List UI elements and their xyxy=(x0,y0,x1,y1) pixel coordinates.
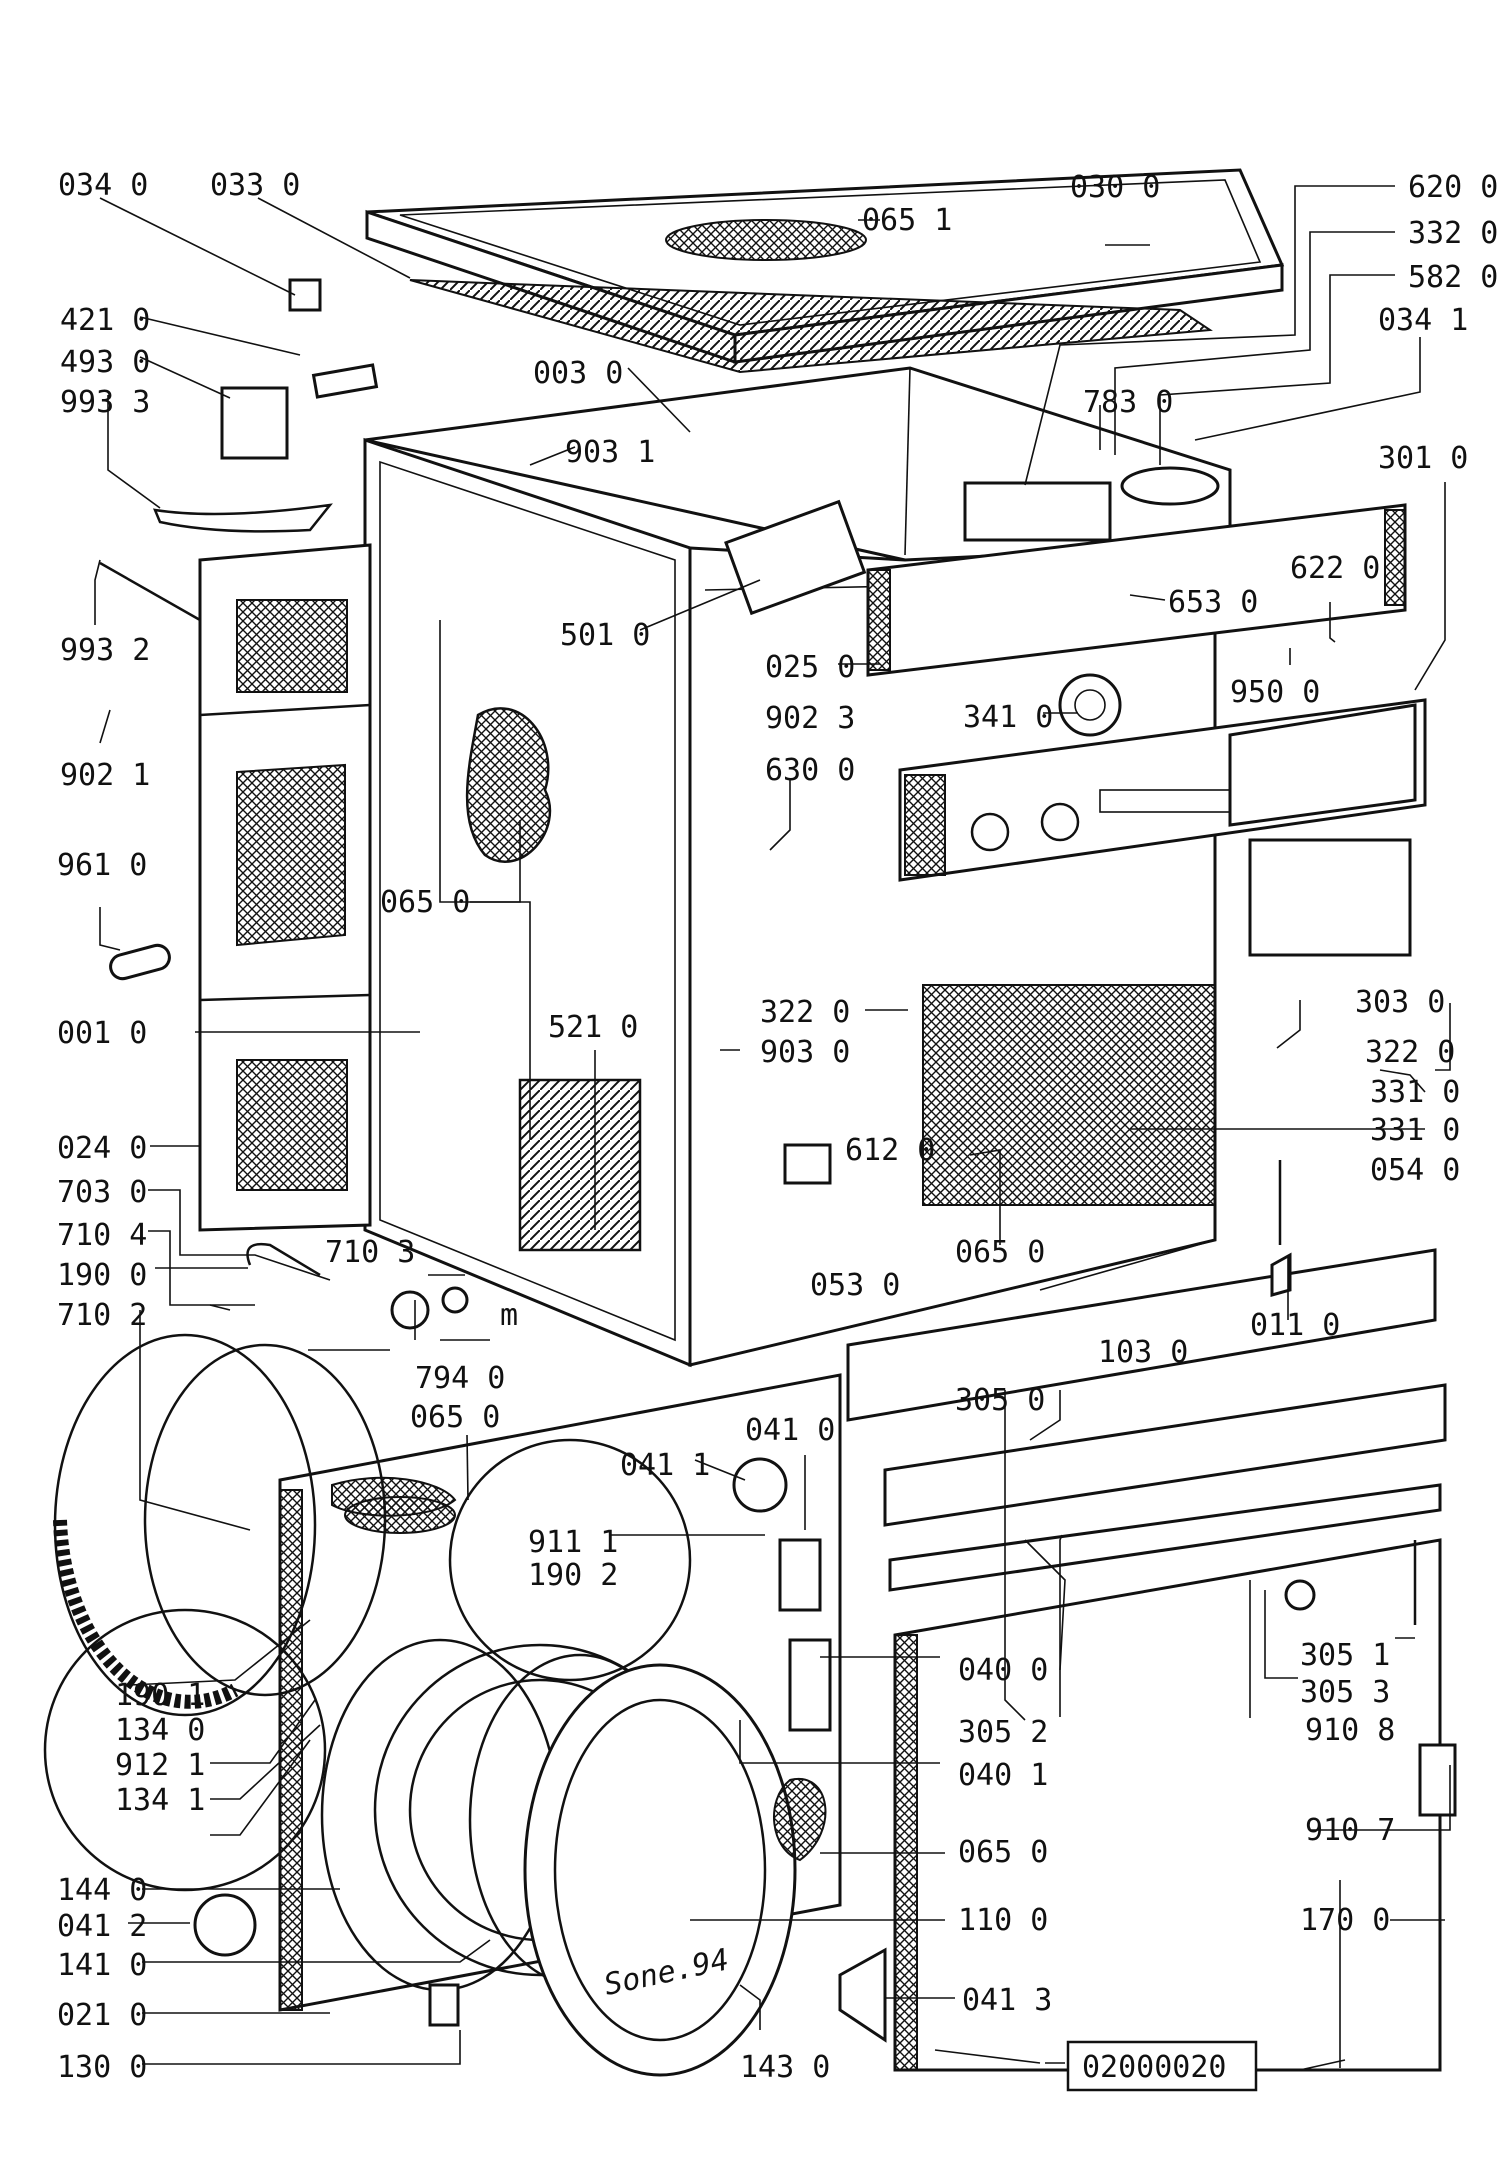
label-710-4: 710 4 xyxy=(57,1218,147,1253)
label-041-2: 041 2 xyxy=(57,1909,147,1944)
label-783-0: 783 0 xyxy=(1083,385,1173,420)
label-902-3: 902 3 xyxy=(765,701,855,736)
label-620-0: 620 0 xyxy=(1408,170,1498,205)
label-911-1: 911 1 xyxy=(528,1525,618,1560)
label-322-0-b: 322 0 xyxy=(1365,1035,1455,1070)
label-305-1: 305 1 xyxy=(1300,1638,1390,1673)
label-421-0: 421 0 xyxy=(60,303,150,338)
control-panel-part xyxy=(866,503,1427,882)
label-622-0: 622 0 xyxy=(1290,551,1380,586)
label-054-0: 054 0 xyxy=(1370,1153,1460,1188)
part-labels: 034 0 033 0 030 0 065 1 620 0 332 0 582 … xyxy=(57,168,1498,2085)
label-501-0: 501 0 xyxy=(560,618,650,653)
label-110-0: 110 0 xyxy=(958,1903,1048,1938)
label-301-0: 301 0 xyxy=(1378,441,1468,476)
label-041-0: 041 0 xyxy=(745,1413,835,1448)
label-034-1: 034 1 xyxy=(1378,303,1468,338)
label-910-7: 910 7 xyxy=(1305,1813,1395,1848)
label-m: m xyxy=(500,1298,518,1333)
label-305-2: 305 2 xyxy=(958,1715,1048,1750)
label-041-1: 041 1 xyxy=(620,1448,710,1483)
label-065-0-c: 065 0 xyxy=(410,1400,500,1435)
label-903-0: 903 0 xyxy=(760,1035,850,1070)
label-144-0: 144 0 xyxy=(57,1873,147,1908)
label-130-0: 130 0 xyxy=(57,2050,147,2085)
label-143-0: 143 0 xyxy=(740,2050,830,2085)
label-065-0-a: 065 0 xyxy=(380,885,470,920)
parts-drawing xyxy=(43,168,1457,2077)
label-950-0: 950 0 xyxy=(1230,675,1320,710)
label-653-0: 653 0 xyxy=(1168,585,1258,620)
label-902-1: 902 1 xyxy=(60,758,150,793)
label-065-1: 065 1 xyxy=(862,203,952,238)
reference-number: 02000020 xyxy=(1082,2050,1227,2085)
label-794-0: 794 0 xyxy=(415,1361,505,1396)
top-insulation-part xyxy=(409,279,1213,374)
label-912-1: 912 1 xyxy=(115,1748,205,1783)
label-033-0: 033 0 xyxy=(210,168,300,203)
label-190-1: 190 1 xyxy=(115,1678,205,1713)
label-910-8: 910 8 xyxy=(1305,1713,1395,1748)
label-141-0: 141 0 xyxy=(57,1948,147,1983)
label-303-0: 303 0 xyxy=(1355,985,1445,1020)
label-703-0: 703 0 xyxy=(57,1175,147,1210)
label-190-0: 190 0 xyxy=(57,1258,147,1293)
label-134-0: 134 0 xyxy=(115,1713,205,1748)
label-582-0: 582 0 xyxy=(1408,260,1498,295)
label-630-0: 630 0 xyxy=(765,753,855,788)
label-001-0: 001 0 xyxy=(57,1016,147,1051)
side-panel-part xyxy=(198,543,372,1232)
reference-number-box: 02000020 xyxy=(1066,2040,1258,2092)
label-024-0: 024 0 xyxy=(57,1131,147,1166)
label-170-0: 170 0 xyxy=(1300,1903,1390,1938)
label-993-2: 993 2 xyxy=(60,633,150,668)
label-040-0: 040 0 xyxy=(958,1653,1048,1688)
label-903-1: 903 1 xyxy=(565,435,655,470)
drum-part xyxy=(43,1333,387,1892)
label-331-0-a: 331 0 xyxy=(1370,1075,1460,1110)
label-034-0: 034 0 xyxy=(58,168,148,203)
label-332-0: 332 0 xyxy=(1408,216,1498,251)
label-011-0: 011 0 xyxy=(1250,1308,1340,1343)
label-021-0: 021 0 xyxy=(57,1998,147,2033)
label-710-2: 710 2 xyxy=(57,1298,147,1333)
label-493-0: 493 0 xyxy=(60,345,150,380)
label-961-0: 961 0 xyxy=(57,848,147,883)
label-305-3: 305 3 xyxy=(1300,1675,1390,1710)
label-040-1: 040 1 xyxy=(958,1758,1048,1793)
label-065-0-d: 065 0 xyxy=(958,1835,1048,1870)
label-322-0-a: 322 0 xyxy=(760,995,850,1030)
label-041-3: 041 3 xyxy=(962,1983,1052,2018)
leader-lines xyxy=(94,185,1451,2071)
label-612-0: 612 0 xyxy=(845,1133,935,1168)
label-710-3: 710 3 xyxy=(325,1235,415,1270)
label-103-0: 103 0 xyxy=(1098,1335,1188,1370)
control-module-part xyxy=(724,466,1412,957)
label-190-2: 190 2 xyxy=(528,1558,618,1593)
label-993-3: 993 3 xyxy=(60,385,150,420)
label-341-0: 341 0 xyxy=(963,700,1053,735)
label-053-0: 053 0 xyxy=(810,1268,900,1303)
label-030-0: 030 0 xyxy=(1070,170,1160,205)
label-025-0: 025 0 xyxy=(765,650,855,685)
label-003-0: 003 0 xyxy=(533,356,623,391)
label-065-0-b: 065 0 xyxy=(955,1235,1045,1270)
label-134-1: 134 1 xyxy=(115,1783,205,1818)
label-331-0-b: 331 0 xyxy=(1370,1113,1460,1148)
small-parts xyxy=(99,278,1457,2043)
label-305-0: 305 0 xyxy=(955,1383,1045,1418)
label-521-0: 521 0 xyxy=(548,1010,638,1045)
